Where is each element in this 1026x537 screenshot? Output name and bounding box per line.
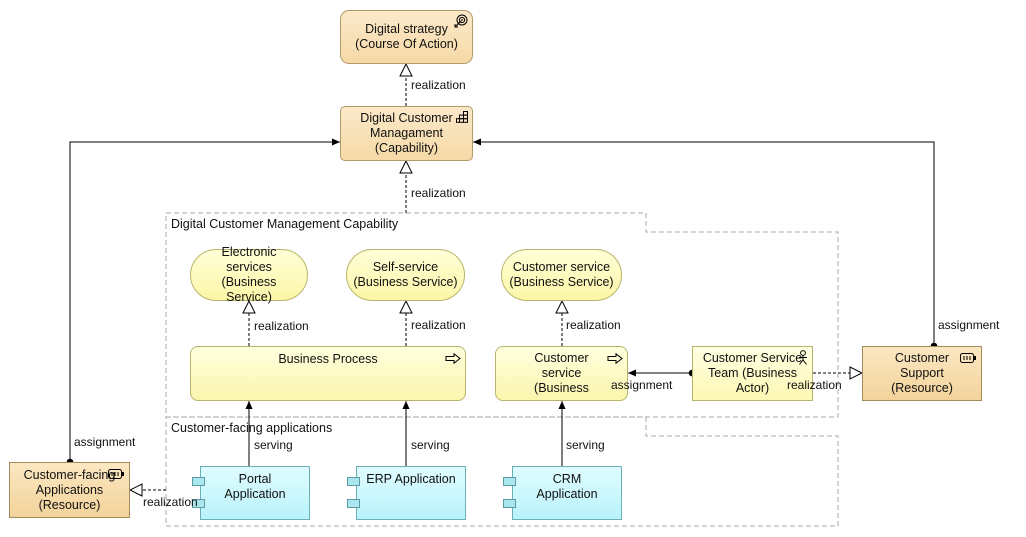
component-icon [347, 477, 360, 486]
digital-customer-management-node[interactable]: Digital Customer Managament (Capability) [340, 106, 473, 161]
digital-strategy-label: Digital strategy (Course Of Action) [355, 22, 458, 51]
digital-strategy-node[interactable]: Digital strategy (Course Of Action) [340, 10, 473, 64]
applications-group-label: Customer-facing applications [171, 421, 333, 435]
edge-label-realization: realization [411, 78, 466, 92]
edge-label-serving: serving [566, 438, 605, 452]
battery-icon [960, 353, 976, 363]
arrow-right-icon [445, 353, 461, 364]
portal-application-label: Portal Application [224, 472, 286, 501]
stick-figure-icon [799, 350, 807, 365]
assignment-support-to-capability[interactable] [473, 138, 938, 350]
arrow-right-icon [607, 353, 623, 364]
electronic-services-label: Electronic services (Business Service) [221, 245, 277, 304]
customer-service-process-label: Customer service (Business [534, 351, 589, 395]
edge-label-realization: realization [566, 318, 621, 332]
customer-facing-applications-node[interactable]: Customer-facing Applications (Resource) [9, 462, 130, 518]
portal-application-node[interactable]: Portal Application [200, 466, 310, 520]
crm-application-label: CRM Application [536, 472, 598, 501]
edge-label-assignment: assignment [938, 318, 1000, 332]
customer-facing-applications-label: Customer-facing Applications (Resource) [23, 467, 116, 512]
customer-service-process-node[interactable]: Customer service (Business [495, 346, 628, 401]
assignment-applications-to-capability[interactable] [66, 138, 340, 466]
applications-group-border [165, 416, 839, 527]
edge-label-serving: serving [411, 438, 450, 452]
edge-label-serving: serving [254, 438, 293, 452]
edge-label-realization: realization [143, 495, 198, 509]
target-arrow-icon [454, 14, 468, 28]
customer-service-team-node[interactable]: Customer Service Team (Business Actor) [692, 346, 813, 401]
edge-label-realization: realization [411, 318, 466, 332]
digital-customer-management-label: Digital Customer Managament (Capability) [360, 111, 453, 155]
edge-label-assignment: assignment [611, 378, 673, 392]
business-process-node[interactable]: Business Process [190, 346, 466, 401]
staircase-grid-icon [456, 111, 468, 123]
crm-application-node[interactable]: CRM Application [512, 466, 622, 520]
electronic-services-node[interactable]: Electronic services (Business Service) [190, 245, 308, 304]
edge-label-realization: realization [411, 186, 466, 200]
capability-group-label: Digital Customer Management Capability [171, 217, 399, 231]
self-service-node[interactable]: Self-service (Business Service) [346, 249, 465, 301]
component-icon [192, 499, 205, 508]
customer-support-node[interactable]: Customer Support (Resource) [862, 346, 982, 401]
customer-service-team-label: Customer Service Team (Business Actor) [702, 351, 803, 395]
component-icon [503, 477, 516, 486]
battery-icon [108, 469, 124, 479]
component-icon [503, 499, 516, 508]
customer-service-service-node[interactable]: Customer service (Business Service) [501, 249, 622, 301]
self-service-label: Self-service (Business Service) [353, 260, 458, 289]
customer-support-label: Customer Support (Resource) [891, 351, 953, 395]
erp-application-node[interactable]: ERP Application [356, 466, 466, 520]
customer-service-service-label: Customer service (Business Service) [509, 260, 614, 289]
component-icon [347, 499, 360, 508]
business-process-label: Business Process [278, 352, 378, 366]
component-icon [192, 477, 205, 486]
edge-label-assignment: assignment [74, 435, 136, 449]
edge-label-realization: realization [787, 378, 842, 392]
edge-label-realization: realization [254, 319, 309, 333]
erp-application-label: ERP Application [366, 472, 456, 486]
